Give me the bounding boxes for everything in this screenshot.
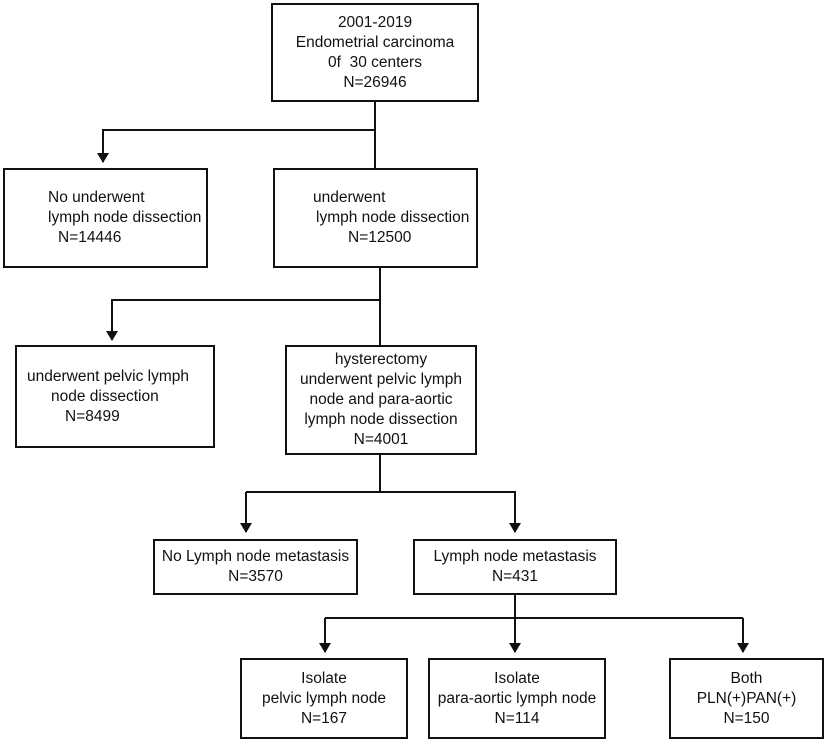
node-total-line-1: 2001-2019 — [337, 13, 413, 31]
node-both-line-1: Both — [730, 669, 763, 687]
node-dissection: underwent lymph node dissection N=12500 — [273, 168, 478, 268]
node-isolate-paraaortic: Isolate para-aortic lymph node N=114 — [428, 658, 606, 739]
node-isolate-pelvic-line-1: Isolate — [301, 669, 347, 687]
node-isolate-paraaortic-line-3: N=114 — [494, 709, 540, 727]
node-pelvic-paraaortic-line-5: N=4001 — [353, 431, 409, 448]
node-pelvic-paraaortic-line-2: underwent pelvic lymph — [300, 371, 462, 388]
arrow-to-pelvic-only — [106, 299, 380, 341]
node-no-metastasis: No Lymph node metastasis N=3570 — [153, 539, 358, 595]
arrow-to-metastasis — [246, 491, 521, 533]
node-no-metastasis-line-2: N=3570 — [228, 568, 283, 585]
node-metastasis-line-2: N=431 — [491, 568, 539, 585]
node-no-dissection: No underwent lymph node dissection N=144… — [3, 168, 208, 268]
node-both-line-3: N=150 — [723, 709, 770, 727]
node-isolate-paraaortic-line-2: para-aortic lymph node — [437, 689, 597, 707]
node-metastasis-line-1: Lymph node metastasis — [433, 548, 597, 565]
node-pelvic-only-line-2: node dissection — [51, 387, 159, 405]
node-pelvic-paraaortic-line-3: node and para-aortic — [309, 391, 453, 408]
node-no-metastasis-line-1: No Lymph node metastasis — [161, 548, 350, 565]
node-isolate-pelvic: Isolate pelvic lymph node N=167 — [240, 658, 408, 739]
node-dissection-line-1: underwent — [313, 189, 386, 206]
node-isolate-pelvic-line-2: pelvic lymph node — [261, 689, 387, 707]
node-isolate-paraaortic-line-1: Isolate — [494, 669, 540, 687]
node-metastasis: Lymph node metastasis N=431 — [413, 539, 617, 595]
node-pelvic-paraaortic-line-4: lymph node dissection — [304, 411, 458, 428]
node-both-line-2: PLN(+)PAN(+) — [696, 689, 797, 707]
node-pelvic-only: underwent pelvic lymph node dissection N… — [15, 345, 215, 448]
arrow-to-no-dissection — [97, 129, 375, 163]
node-total-line-3: 0f 30 centers — [328, 53, 422, 71]
node-no-dissection-line-2: lymph node dissection — [48, 209, 202, 226]
node-pelvic-only-line-3: N=8499 — [65, 407, 120, 425]
node-dissection-line-3: N=12500 — [348, 229, 412, 246]
node-no-dissection-line-1: No underwent — [48, 189, 145, 206]
node-no-dissection-line-3: N=14446 — [58, 229, 122, 246]
node-total-line-2: Endometrial carcinoma — [295, 33, 455, 51]
node-pelvic-only-line-1: underwent pelvic lymph — [27, 367, 189, 385]
node-isolate-pelvic-line-3: N=167 — [300, 709, 348, 727]
node-pelvic-paraaortic-line-1: hysterectomy — [334, 351, 428, 368]
node-total: 2001-2019 Endometrial carcinoma 0f 30 ce… — [271, 3, 479, 102]
node-pelvic-paraaortic: hysterectomy underwent pelvic lymph node… — [285, 345, 477, 455]
node-dissection-line-2: lymph node dissection — [316, 209, 470, 226]
node-both: Both PLN(+)PAN(+) N=150 — [669, 658, 824, 739]
node-total-line-4: N=26946 — [343, 73, 407, 91]
